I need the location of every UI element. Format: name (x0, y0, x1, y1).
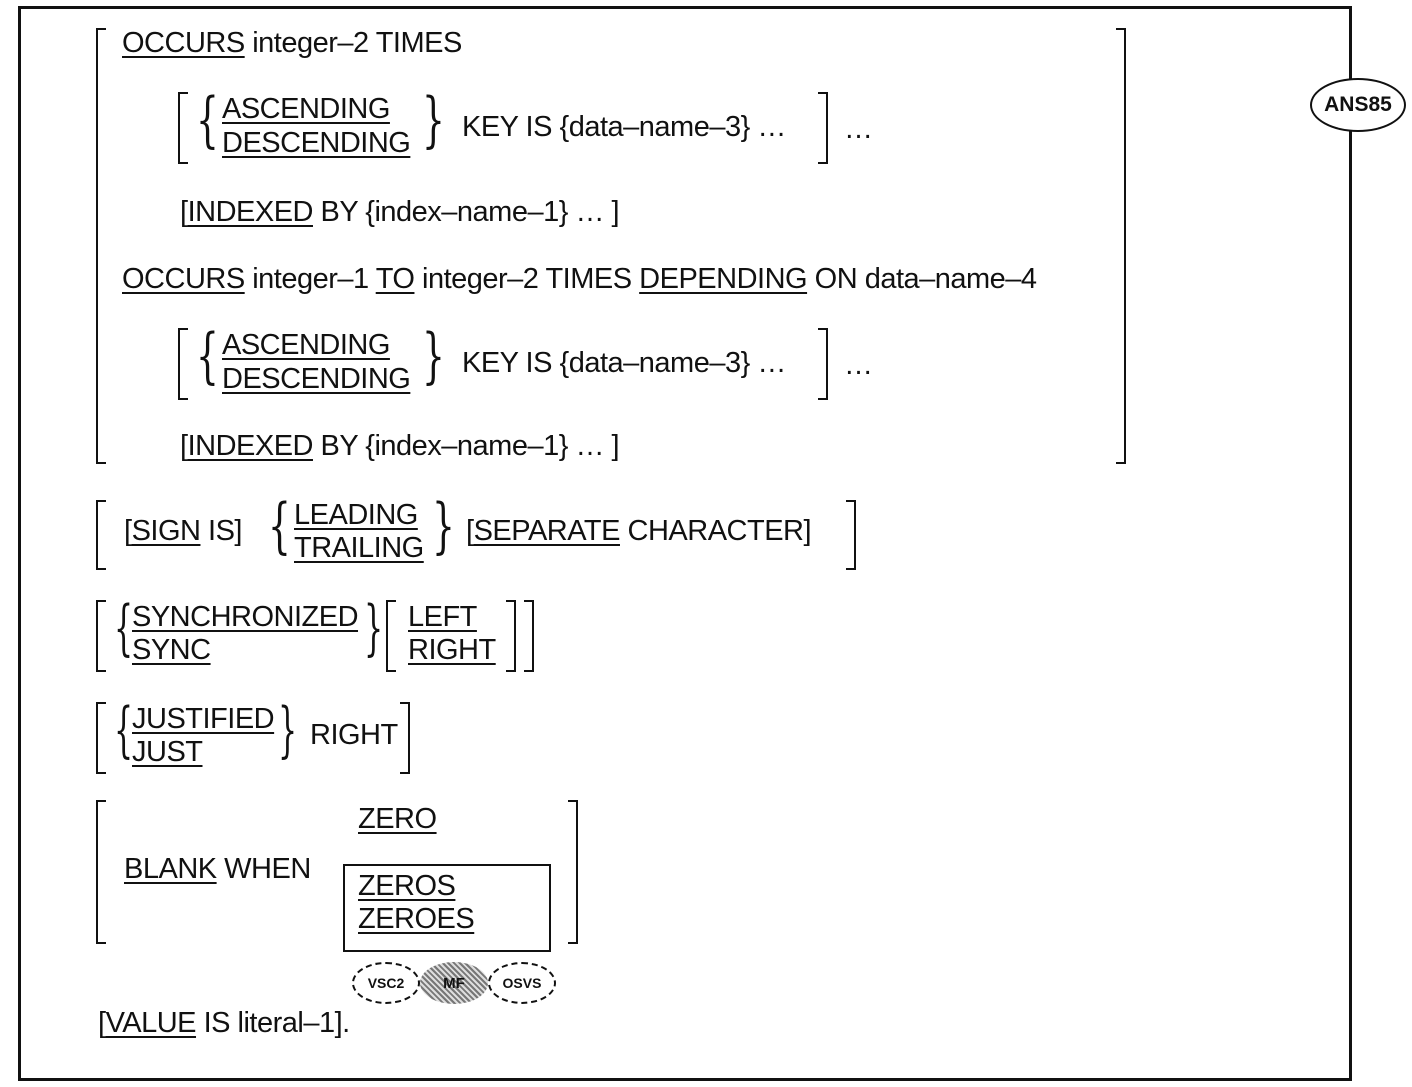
mf-badge: MF (420, 962, 488, 1004)
order-brace-close-1: } (422, 85, 445, 155)
sync: SYNC (132, 634, 211, 666)
zeros: ZEROS (358, 870, 456, 902)
order-ellipsis-1: … (844, 113, 873, 145)
trailing: TRAILING (294, 532, 424, 564)
value-clause: [VALUE IS literal–1]. (98, 1007, 350, 1039)
occurs-keyword: OCCURS (122, 27, 245, 59)
vsc2-badge: VSC2 (352, 962, 420, 1004)
order-bracket-left-2 (178, 328, 188, 400)
ans85-badge: ANS85 (1310, 78, 1406, 132)
order-bracket-right-1 (818, 92, 828, 164)
just-bracket-left (96, 702, 106, 774)
occurs-line-2: OCCURS integer–1 TO integer–2 TIMES DEPE… (122, 263, 1037, 295)
just-bracket-right (400, 702, 410, 774)
order-brace-open-1: { (196, 85, 219, 155)
leading: LEADING (294, 499, 418, 531)
occurs-line-1: OCCURS integer–2 TIMES (122, 26, 462, 60)
sign-brace-open: { (268, 491, 291, 561)
sync-bracket-right (524, 600, 534, 672)
zero: ZERO (358, 803, 437, 835)
key-is-1: KEY IS {data–name–3} … (462, 111, 786, 143)
order-brace-close-2: } (422, 321, 445, 391)
occurs-bracket-right (1116, 28, 1126, 464)
sign-bracket-right (846, 500, 856, 570)
descending-1: DESCENDING (222, 127, 411, 159)
zeroes: ZEROES (358, 903, 475, 935)
sign-bracket-left (96, 500, 106, 570)
ascending-2: ASCENDING (222, 329, 390, 361)
order-bracket-left-1 (178, 92, 188, 164)
sync-brace-close: } (364, 593, 384, 663)
justified: JUSTIFIED (132, 703, 275, 735)
left-right-bracket-right (506, 600, 516, 672)
order-brace-open-2: { (196, 321, 219, 391)
sync-brace-open: { (114, 593, 134, 663)
sign-is: [SIGN IS] (124, 515, 242, 547)
order-ellipsis-2: … (844, 349, 873, 381)
separate-character: [SEPARATE CHARACTER] (466, 515, 812, 547)
sync-bracket-left (96, 600, 106, 672)
just-brace-close: } (278, 695, 298, 765)
page-frame (18, 6, 1352, 1081)
descending-2: DESCENDING (222, 363, 411, 395)
ascending-1: ASCENDING (222, 93, 390, 125)
order-bracket-right-2 (818, 328, 828, 400)
indexed-line-1: [INDEXED BY {index–name–1} … ] (180, 196, 620, 228)
key-is-2: KEY IS {data–name–3} … (462, 347, 786, 379)
extension-box (343, 864, 551, 952)
indexed-line-2: [INDEXED BY {index–name–1} … ] (180, 430, 620, 462)
right: RIGHT (408, 634, 496, 666)
just-right: RIGHT (310, 719, 398, 751)
sign-brace-close: } (432, 491, 455, 561)
occurs-bracket-left (96, 28, 106, 464)
just-brace-open: { (114, 695, 134, 765)
occurs-rest: integer–2 TIMES (244, 27, 462, 59)
left: LEFT (408, 601, 477, 633)
blank-bracket-left (96, 800, 106, 944)
synchronized: SYNCHRONIZED (132, 601, 359, 633)
just: JUST (132, 736, 203, 768)
osvs-badge: OSVS (488, 962, 556, 1004)
left-right-bracket-left (386, 600, 396, 672)
blank-bracket-right (568, 800, 578, 944)
blank-when: BLANK WHEN (124, 853, 311, 885)
